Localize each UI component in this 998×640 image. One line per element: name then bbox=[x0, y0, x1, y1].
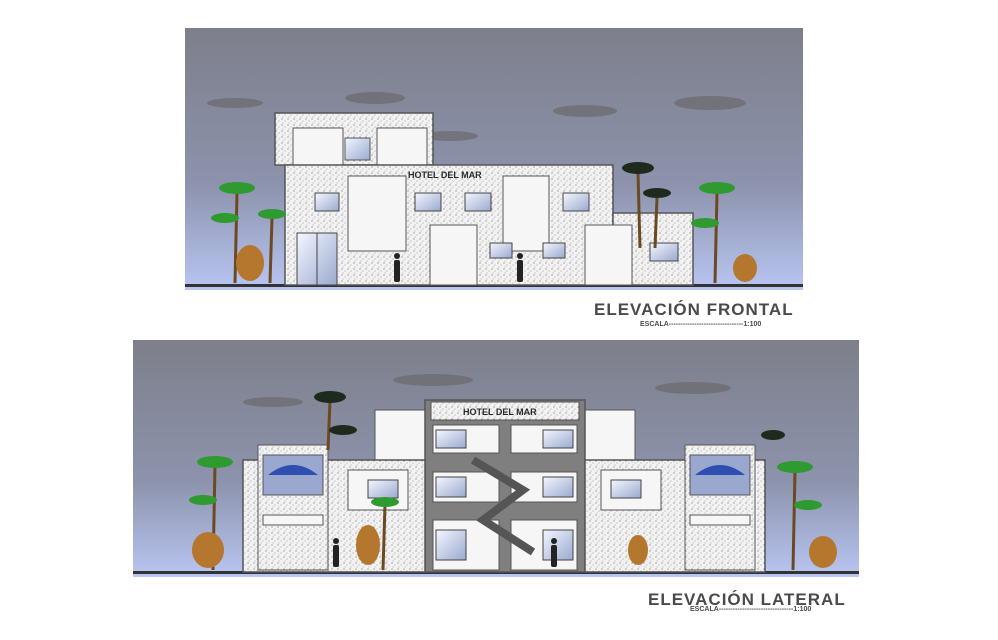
palm-trees bbox=[233, 172, 719, 284]
side-elevation-title: ELEVACIÓN LATERAL bbox=[648, 590, 846, 609]
side-elevation-scale: ESCALA--------------------------------1:… bbox=[690, 606, 812, 613]
front-elevation-drawing: HOTEL DEL MAR bbox=[185, 28, 803, 290]
front-elevation-title: ELEVACIÓN FRONTAL bbox=[594, 300, 794, 319]
front-windows bbox=[314, 192, 679, 262]
side-elevation-drawing: HOTEL DEL MAR bbox=[133, 340, 859, 577]
clouds bbox=[207, 92, 746, 141]
side-building-sign: HOTEL DEL MAR bbox=[463, 407, 537, 417]
front-elevation-scale: ESCALA--------------------------------1:… bbox=[640, 321, 762, 328]
front-building-sign: HOTEL DEL MAR bbox=[408, 170, 482, 180]
